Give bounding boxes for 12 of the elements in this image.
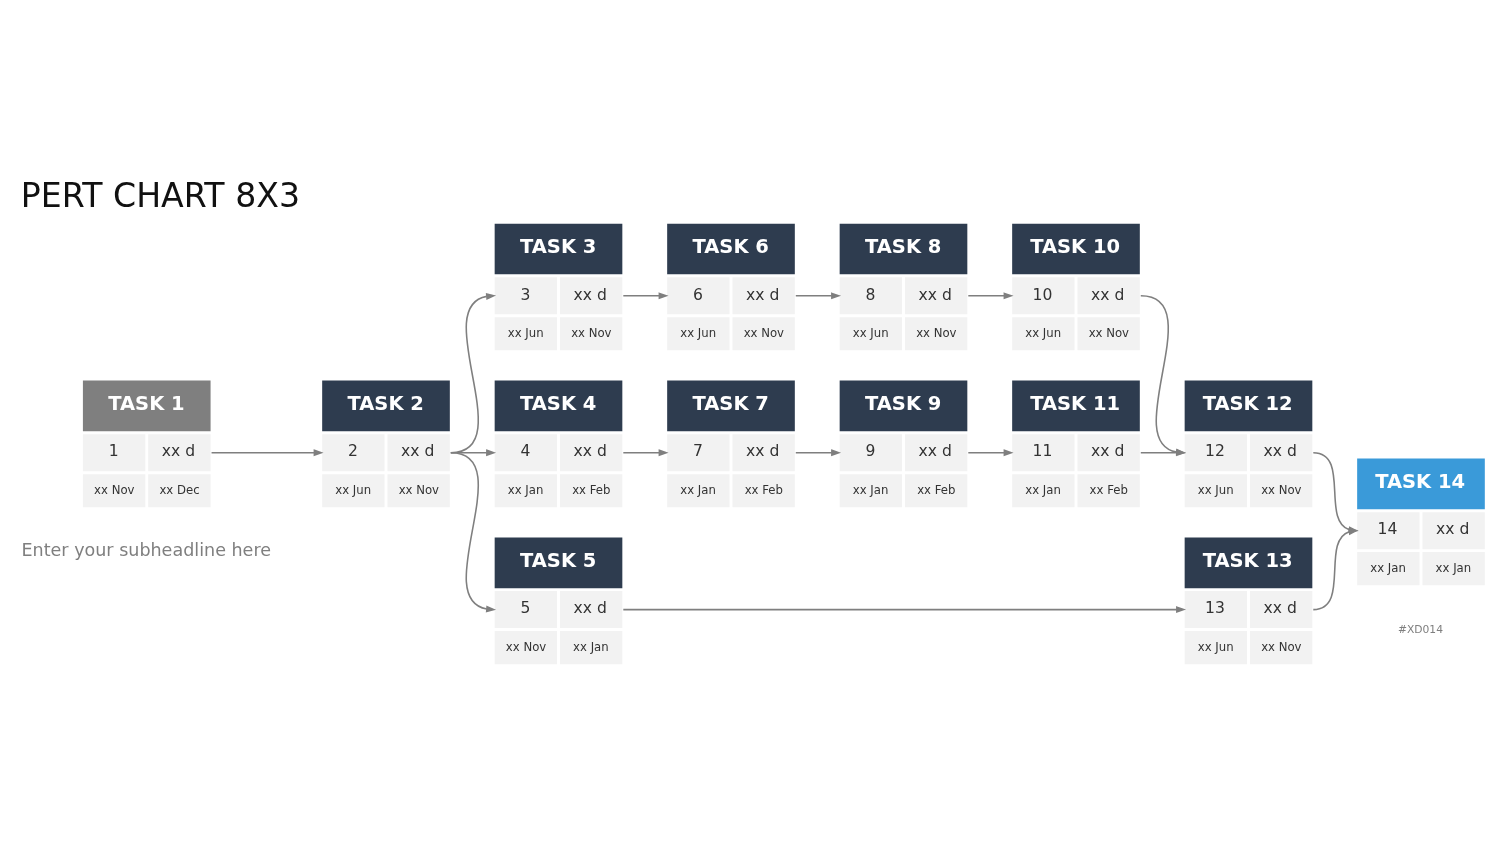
arrow xyxy=(795,292,842,300)
arrow xyxy=(967,449,1014,457)
arrow xyxy=(622,292,669,300)
diagram-title: PERT CHART 8X3 xyxy=(20,176,300,216)
arrow xyxy=(450,451,497,613)
label: #XD014 xyxy=(1397,622,1444,636)
arrow xyxy=(210,449,324,457)
arrow xyxy=(622,449,669,457)
label: Enter your subheadline here xyxy=(21,540,271,561)
arrow xyxy=(795,449,842,457)
arrow xyxy=(622,606,1187,614)
arrow xyxy=(967,292,1014,300)
